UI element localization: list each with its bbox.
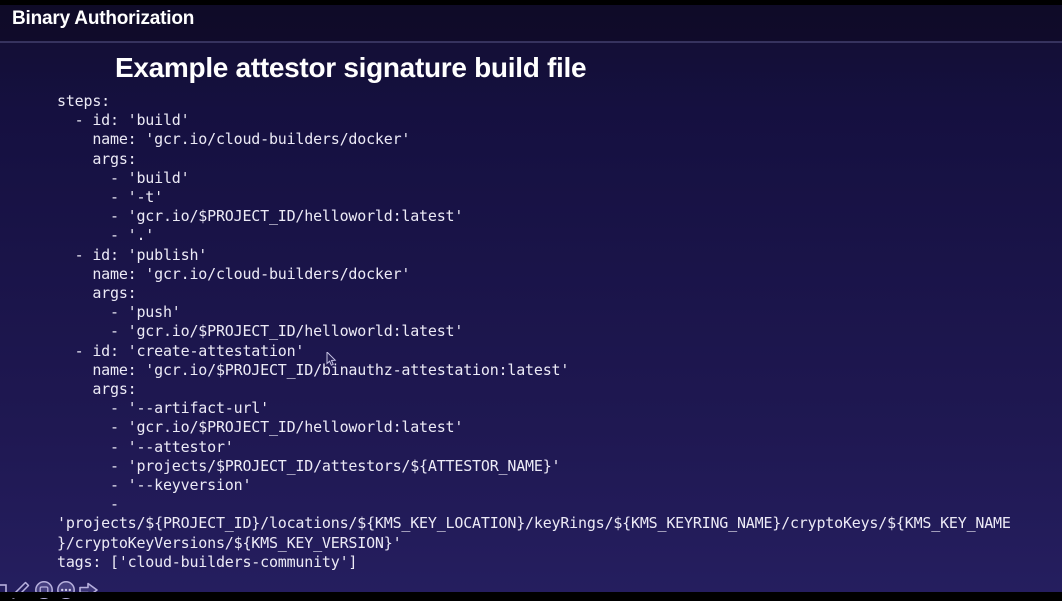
slide-heading: Example attestor signature build file: [115, 52, 587, 83]
presentation-title: Binary Authorization: [12, 8, 195, 29]
slide-background: Binary Authorization Example attestor si…: [0, 5, 1062, 599]
presentation-header: Binary Authorization: [0, 5, 1062, 42]
yaml-code-block: steps: - id: 'build' name: 'gcr.io/cloud…: [57, 92, 1011, 571]
shape-square-icon[interactable]: [0, 581, 8, 599]
header-divider: [0, 41, 1062, 43]
letterbox-bottom: [0, 592, 1062, 598]
mouse-cursor-icon: [326, 350, 338, 368]
